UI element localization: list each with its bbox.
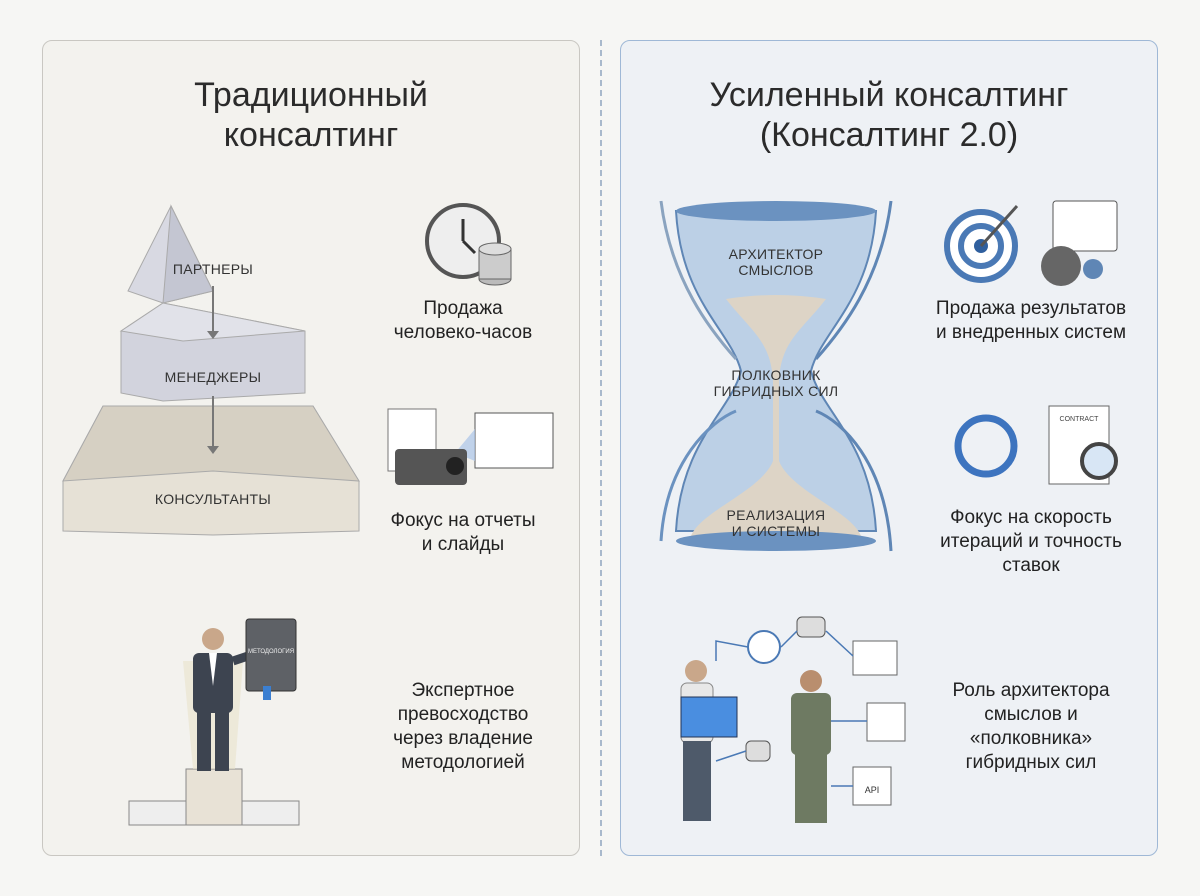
- caption-line: итераций и точность: [940, 531, 1122, 552]
- caption-line: Роль архитектора: [952, 680, 1110, 701]
- caption-line: Продажа результатов: [935, 298, 1127, 319]
- caption-line: смыслов и: [984, 704, 1078, 725]
- pyramid-level-consultants: КОНСУЛЬТАНТЫ: [154, 491, 272, 507]
- divider: [600, 40, 602, 856]
- caption-line: гибридных сил: [965, 752, 1097, 773]
- caption-line: через владение: [393, 728, 533, 749]
- title-line: Усиленный консалтинг: [709, 76, 1069, 114]
- caption-architect-role: Роль архитектора смыслов и «полковника» гиб…: [911, 679, 1151, 775]
- title-line: Традиционный: [194, 76, 428, 114]
- label-line: ПОЛКОВНИК: [731, 367, 821, 383]
- hourglass-illustration: CONTRACT API: [659, 200, 1118, 823]
- caption-line: Фокус на скорость: [950, 507, 1112, 528]
- caption-line: и слайды: [421, 534, 505, 555]
- caption-line: ставок: [1002, 555, 1060, 576]
- pyramid-level-partners: ПАРТНЕРЫ: [172, 261, 254, 277]
- label-line: СМЫСЛОВ: [738, 262, 814, 278]
- caption-line: человеко-часов: [393, 322, 533, 343]
- book-label: МЕТОДОЛОГИЯ: [248, 649, 294, 655]
- caption-reports: Фокус на отчеты и слайды: [373, 509, 553, 557]
- right-title: Усиленный консалтинг(Консалтинг 2.0): [621, 75, 1157, 155]
- pyramid-illustration: МЕТОДОЛОГИЯ: [62, 203, 554, 826]
- consulting-2-panel: Усиленный консалтинг(Консалтинг 2.0) CON…: [620, 40, 1158, 856]
- caption-hours: Продажа человеко-часов: [373, 297, 553, 345]
- caption-results: Продажа результатов и внедренных систем: [911, 297, 1151, 345]
- label-line: АРХИТЕКТОР: [728, 246, 824, 262]
- pyramid-level-managers: МЕНЕДЖЕРЫ: [164, 369, 262, 385]
- caption-line: превосходство: [397, 704, 529, 725]
- caption-line: методологией: [401, 752, 525, 773]
- caption-line: и внедренных систем: [936, 322, 1126, 343]
- caption-line: Продажа: [423, 298, 503, 319]
- caption-line: Экспертное: [411, 680, 515, 701]
- api-label: API: [865, 785, 880, 795]
- caption-line: Фокус на отчеты: [390, 510, 536, 531]
- label-line: И СИСТЕМЫ: [731, 523, 821, 539]
- label-line: ГИБРИДНЫХ СИЛ: [713, 383, 839, 399]
- title-line: консалтинг: [223, 116, 399, 154]
- title-line: (Консалтинг 2.0): [759, 116, 1019, 154]
- caption-line: «полковника»: [969, 728, 1093, 749]
- label-line: РЕАЛИЗАЦИЯ: [726, 507, 826, 523]
- caption-speed: Фокус на скорость итераций и точность став…: [911, 506, 1151, 578]
- contract-label: CONTRACT: [1060, 416, 1100, 423]
- caption-expertise: Экспертное превосходство через владение мет…: [363, 679, 563, 775]
